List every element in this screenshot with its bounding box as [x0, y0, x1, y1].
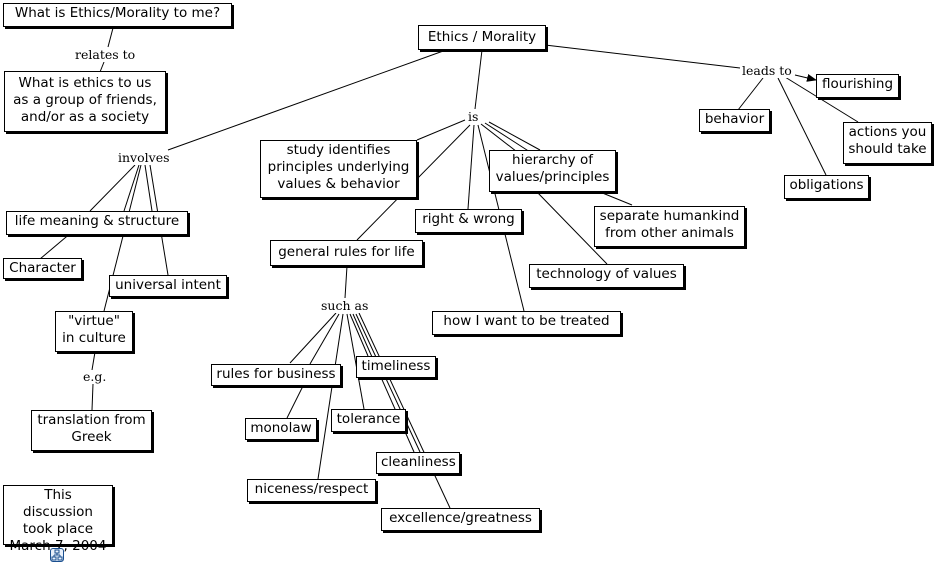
- concept-map-icon[interactable]: [50, 548, 64, 562]
- node-obligations[interactable]: obligations: [784, 175, 869, 199]
- node-ethics-morality[interactable]: Ethics / Morality: [418, 25, 546, 50]
- link-line: [107, 27, 114, 48]
- node-general-rules-for-life[interactable]: general rules for life: [270, 240, 423, 266]
- link-label-relates-to: relates to: [74, 47, 137, 62]
- link-line: [349, 313, 369, 357]
- node-virtue-in-culture[interactable]: "virtue" in culture: [55, 311, 133, 352]
- link-line: [488, 121, 541, 151]
- node-cleanliness[interactable]: cleanliness: [376, 452, 460, 474]
- link-line: [346, 313, 365, 410]
- node-separate-humankind[interactable]: separate humankind from other animals: [594, 206, 745, 247]
- link-line: [484, 122, 531, 153]
- node-technology-of-values[interactable]: technology of values: [529, 264, 684, 288]
- node-character[interactable]: Character: [3, 258, 82, 279]
- node-rules-for-business[interactable]: rules for business: [211, 364, 341, 386]
- link-line: [91, 351, 96, 371]
- link-line: [91, 383, 94, 411]
- link-label-involves: involves: [117, 150, 171, 165]
- node-how-i-want-to-be-treated[interactable]: how I want to be treated: [432, 311, 621, 335]
- link-line: [474, 49, 483, 110]
- node-universal-intent[interactable]: universal intent: [109, 275, 227, 297]
- link-line: [123, 164, 140, 212]
- node-niceness-respect[interactable]: niceness/respect: [247, 479, 376, 502]
- link-line: [289, 312, 337, 364]
- link-line: [99, 61, 105, 73]
- link-line: [416, 119, 466, 141]
- link-label-such-as: such as: [320, 298, 370, 313]
- node-what-is-ethics-to-us[interactable]: What is ethics to us as a group of frien…: [4, 71, 166, 132]
- link-line: [480, 123, 522, 156]
- link-line: [784, 76, 859, 123]
- link-line: [737, 77, 764, 111]
- node-monolaw[interactable]: monolaw: [245, 418, 317, 440]
- link-line: [794, 74, 817, 82]
- link-line: [144, 164, 153, 212]
- node-actions-you-should-take[interactable]: actions you should take: [843, 122, 932, 164]
- link-line: [599, 191, 633, 206]
- link-line: [286, 385, 304, 419]
- node-life-meaning-structure[interactable]: life meaning & structure: [6, 211, 188, 235]
- node-right-and-wrong[interactable]: right & wrong: [415, 209, 522, 233]
- link-line: [536, 191, 608, 265]
- link-line: [89, 164, 136, 212]
- node-excellence-greatness[interactable]: excellence/greatness: [381, 508, 540, 531]
- node-tolerance[interactable]: tolerance: [331, 409, 406, 432]
- link-line: [39, 231, 73, 260]
- link-line: [777, 77, 827, 176]
- link-line: [344, 265, 348, 299]
- node-timeliness[interactable]: timeliness: [356, 356, 436, 378]
- node-discussion-note[interactable]: This discussion took place March 7, 2004: [3, 485, 113, 554]
- node-translation-from-greek[interactable]: translation from Greek: [31, 410, 152, 451]
- link-label-eg: e.g.: [82, 369, 108, 384]
- node-study-identifies[interactable]: study identifies principles underlying v…: [260, 140, 417, 198]
- node-flourishing[interactable]: flourishing: [816, 74, 899, 98]
- node-what-is-ethics-to-me[interactable]: What is Ethics/Morality to me?: [3, 3, 232, 27]
- link-line: [544, 44, 741, 69]
- link-line: [355, 313, 421, 453]
- link-label-is: is: [467, 109, 480, 124]
- link-line: [467, 124, 475, 210]
- link-label-leads-to: leads to: [741, 63, 793, 78]
- node-hierarchy-of-values[interactable]: hierarchy of values/principles: [489, 150, 616, 192]
- link-line: [317, 313, 344, 480]
- node-behavior[interactable]: behavior: [699, 109, 770, 132]
- link-line: [167, 49, 447, 151]
- link-line: [309, 313, 340, 365]
